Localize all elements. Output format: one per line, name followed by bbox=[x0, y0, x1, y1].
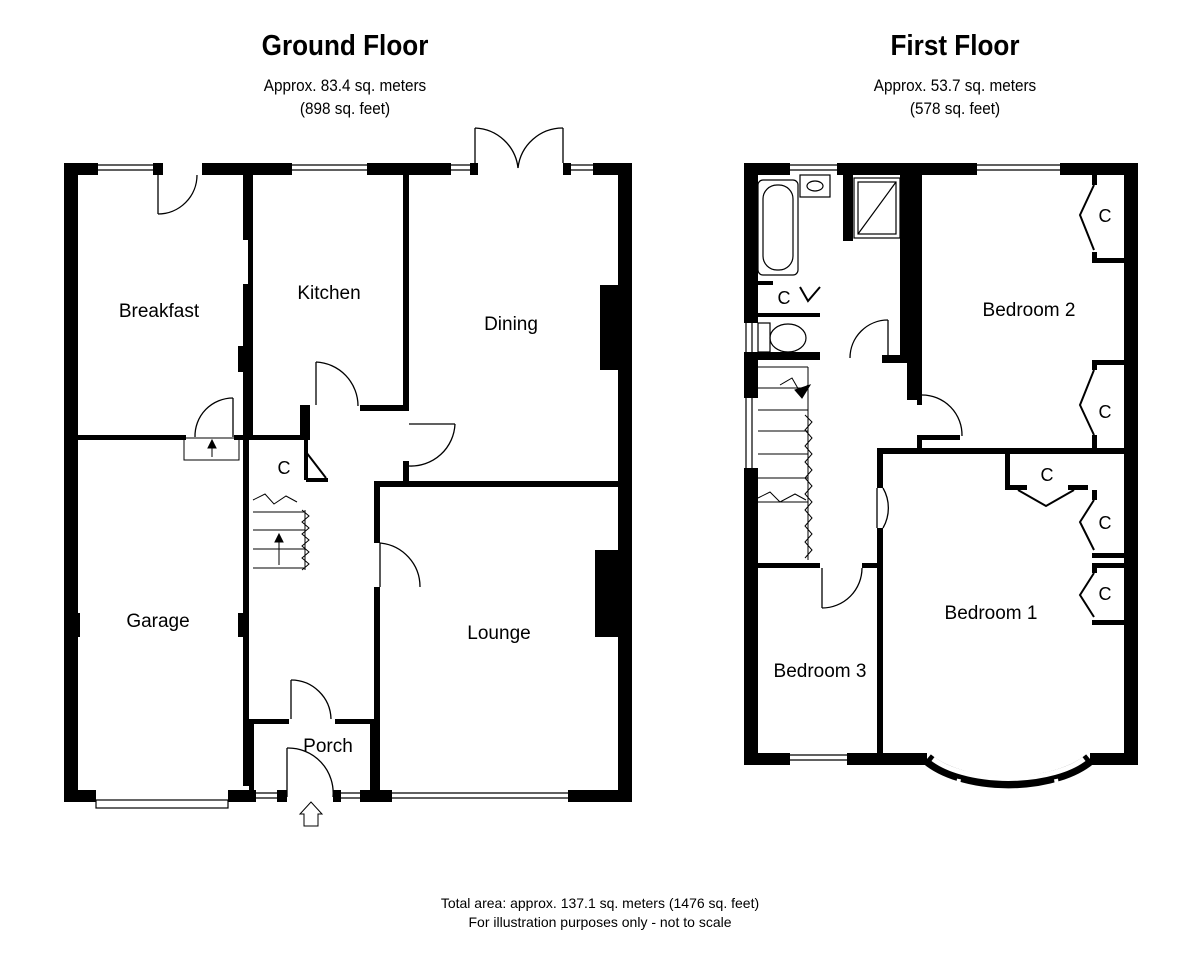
ground-floor-doors bbox=[157, 127, 564, 798]
ground-floor-cupboard bbox=[304, 440, 328, 482]
cupboard-label: C bbox=[778, 288, 791, 308]
ground-floor-area-meters: Approx. 83.4 sq. meters bbox=[263, 76, 427, 95]
ground-floor-interior-walls bbox=[70, 175, 632, 802]
first-floor-plan: Bedroom 2 Bedroom 1 Bedroom 3 C C C C C … bbox=[744, 163, 1138, 803]
cupboard-label: C bbox=[1099, 584, 1112, 604]
room-label-porch: Porch bbox=[303, 736, 353, 757]
room-label-bedroom-2: Bedroom 2 bbox=[983, 300, 1076, 321]
first-floor-outer-walls bbox=[744, 163, 1138, 765]
first-floor-bay-window bbox=[923, 754, 1094, 803]
ground-floor-stairs bbox=[252, 493, 310, 571]
first-floor-cupboard-doors bbox=[799, 184, 1095, 618]
first-floor-doors bbox=[821, 319, 963, 609]
room-label-bedroom-3: Bedroom 3 bbox=[774, 661, 867, 682]
toilet-icon bbox=[757, 322, 771, 353]
room-label-bedroom-1: Bedroom 1 bbox=[945, 603, 1038, 624]
basin-icon bbox=[799, 174, 831, 198]
cupboard-label: C bbox=[1099, 402, 1112, 422]
total-area-note: Total area: approx. 137.1 sq. meters (14… bbox=[440, 895, 760, 911]
room-label-garage: Garage bbox=[126, 611, 189, 632]
first-floor-windows bbox=[745, 164, 1060, 761]
room-label-lounge: Lounge bbox=[467, 623, 530, 644]
room-label-breakfast: Breakfast bbox=[119, 301, 200, 322]
bath-icon bbox=[757, 179, 799, 276]
first-floor-stairs bbox=[757, 366, 813, 560]
ground-floor-title: Ground Floor bbox=[261, 30, 429, 62]
first-floor-area-meters: Approx. 53.7 sq. meters bbox=[873, 76, 1037, 95]
room-label-kitchen: Kitchen bbox=[297, 283, 360, 304]
cupboard-label: C bbox=[1099, 206, 1112, 226]
ground-floor-windows bbox=[95, 164, 593, 809]
first-floor-area: Approx. 53.7 sq. meters (578 sq. feet) bbox=[820, 74, 1090, 120]
ground-floor-outer-walls bbox=[64, 163, 632, 802]
cupboard-label: C bbox=[278, 458, 291, 478]
bathroom-fixtures bbox=[757, 174, 901, 353]
cupboard-label: C bbox=[1099, 513, 1112, 533]
first-floor-title: First Floor bbox=[890, 30, 1020, 62]
entrance-arrow-icon bbox=[298, 801, 324, 827]
cupboard-label: C bbox=[1041, 465, 1054, 485]
ground-floor-area: Approx. 83.4 sq. meters (898 sq. feet) bbox=[210, 74, 480, 120]
ground-floor-area-feet: (898 sq. feet) bbox=[299, 99, 391, 118]
footer-notes: Total area: approx. 137.1 sq. meters (14… bbox=[300, 894, 900, 932]
room-label-dining: Dining bbox=[484, 314, 538, 335]
ground-floor-plan: Breakfast Kitchen Dining Garage Lounge P… bbox=[64, 127, 632, 827]
first-floor-area-feet: (578 sq. feet) bbox=[909, 99, 1001, 118]
disclaimer-note: For illustration purposes only - not to … bbox=[468, 914, 732, 930]
ground-floor-garage-steps bbox=[183, 437, 240, 461]
shower-icon bbox=[853, 177, 901, 239]
first-floor-interior-walls bbox=[758, 175, 1138, 753]
